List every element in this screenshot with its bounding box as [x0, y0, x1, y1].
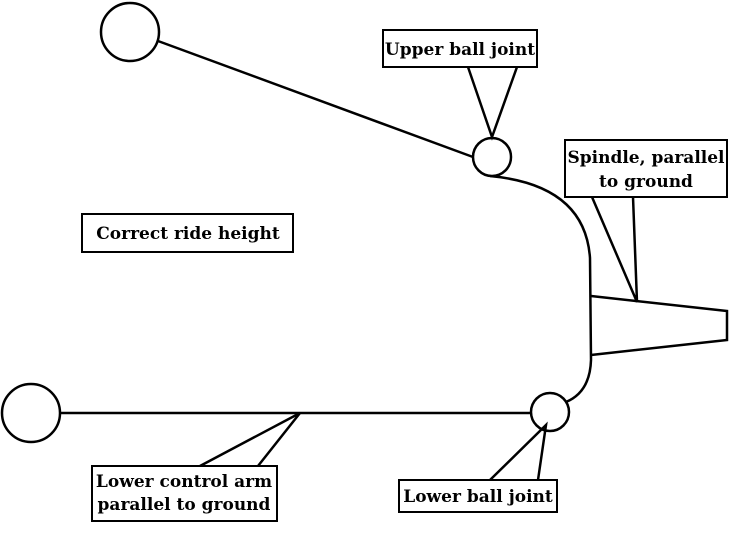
upper-ball-joint-pointer [466, 66, 519, 141]
upper-ball-joint [471, 136, 513, 178]
upper-ball-joint-callout [382, 29, 538, 68]
lower-ball-joint-callout [398, 479, 558, 513]
lower-arm-label-line2: parallel to ground [98, 495, 271, 515]
spindle-callout [564, 139, 728, 198]
spindle-pointer [590, 196, 639, 303]
steering-knuckle [489, 174, 593, 404]
lower-arm-callout [91, 465, 278, 522]
ride-height-callout [81, 213, 294, 253]
upper-arm-pivot [99, 1, 161, 63]
ride-height-label: Correct ride height [96, 224, 280, 244]
lower-ball-joint-pointer [489, 421, 548, 481]
spindle [590, 294, 729, 357]
spindle-label-line1: Spindle, parallel [567, 148, 725, 168]
lower-ball-joint [529, 391, 571, 433]
lower-arm-pivot [0, 382, 62, 444]
lower-arm-pointer [199, 411, 301, 468]
lower-ball-joint-label: Lower ball joint [403, 487, 553, 507]
lower-arm-label-line1: Lower control arm [96, 472, 272, 492]
upper-control-arm [157, 39, 474, 159]
spindle-label-line2: to ground [599, 172, 693, 192]
upper-ball-joint-label: Upper ball joint [385, 40, 535, 60]
